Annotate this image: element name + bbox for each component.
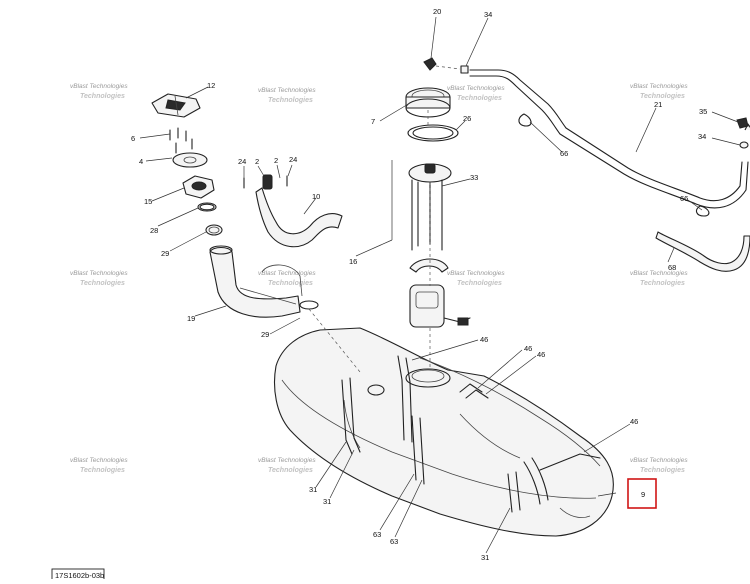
callout-6: 6 — [131, 134, 135, 143]
callout-labels: 20 34 12 7 26 21 35 34 6 66 4 24 2 2 24 … — [131, 7, 707, 562]
callout-46: 46 — [537, 350, 545, 359]
callout-46: 46 — [524, 344, 532, 353]
highlighted-callout-9[interactable]: 9 — [627, 478, 657, 509]
svg-text:Technologies: Technologies — [80, 280, 125, 287]
callout-24: 24 — [289, 155, 297, 164]
fuel-tank — [273, 327, 614, 537]
svg-text:vBlast Technologies: vBlast Technologies — [630, 270, 688, 277]
vent-line-21 — [469, 69, 750, 217]
vent-hose-68 — [655, 231, 750, 272]
svg-text:vBlast Technologies: vBlast Technologies — [70, 270, 128, 277]
svg-text:vBlast Technologies: vBlast Technologies — [70, 457, 128, 464]
svg-text:vBlast Technologies: vBlast Technologies — [258, 270, 316, 277]
svg-text:Technologies: Technologies — [80, 93, 125, 100]
callout-16: 16 — [349, 257, 357, 266]
callout-15: 15 — [144, 197, 152, 206]
callout-31: 31 — [323, 497, 331, 506]
reference-code: 17S1602b-03b — [51, 568, 105, 581]
svg-text:Technologies: Technologies — [640, 280, 685, 287]
svg-text:Technologies: Technologies — [457, 95, 502, 102]
fuel-pump-assembly — [405, 57, 471, 328]
svg-text:Technologies: Technologies — [457, 280, 502, 287]
callout-66: 66 — [560, 149, 568, 158]
highlight-box — [627, 478, 657, 509]
svg-text:vBlast Technologies: vBlast Technologies — [630, 83, 688, 90]
callout-34: 34 — [484, 10, 492, 19]
callout-2: 2 — [255, 157, 259, 166]
filler-cap-assembly — [151, 93, 223, 236]
callout-31: 31 — [481, 553, 489, 562]
callout-29: 29 — [161, 249, 169, 258]
svg-text:vBlast Technologies: vBlast Technologies — [447, 270, 505, 277]
svg-text:vBlast Technologies: vBlast Technologies — [258, 457, 316, 464]
svg-text:Technologies: Technologies — [268, 97, 313, 104]
callout-66: 66 — [680, 194, 688, 203]
callout-19: 19 — [187, 314, 195, 323]
callout-2: 2 — [274, 156, 278, 165]
svg-text:Technologies: Technologies — [268, 280, 313, 287]
callout-20: 20 — [433, 7, 441, 16]
callout-46: 46 — [630, 417, 638, 426]
svg-text:Technologies: Technologies — [640, 467, 685, 474]
vent-hose-10 — [243, 174, 343, 248]
callout-31: 31 — [309, 485, 317, 494]
callout-21: 21 — [654, 100, 662, 109]
callout-34: 34 — [698, 132, 706, 141]
svg-text:Technologies: Technologies — [80, 467, 125, 474]
callout-4: 4 — [139, 157, 143, 166]
callout-12: 12 — [207, 81, 215, 90]
callout-9: 9 — [641, 490, 645, 499]
bolts — [169, 127, 193, 154]
callout-24: 24 — [238, 157, 246, 166]
svg-text:vBlast Technologies: vBlast Technologies — [630, 457, 688, 464]
callout-46: 46 — [480, 335, 488, 344]
callout-63: 63 — [390, 537, 398, 546]
reference-code-text: 17S1602b-03b — [55, 571, 104, 579]
svg-text:vBlast Technologies: vBlast Technologies — [447, 85, 505, 92]
callout-26: 26 — [463, 114, 471, 123]
svg-text:vBlast Technologies: vBlast Technologies — [70, 83, 128, 90]
callout-10: 10 — [312, 192, 320, 201]
callout-35: 35 — [699, 107, 707, 116]
callout-63: 63 — [373, 530, 381, 539]
callout-28: 28 — [150, 226, 158, 235]
svg-text:vBlast Technologies: vBlast Technologies — [258, 87, 316, 94]
callout-33: 33 — [470, 173, 478, 182]
callout-7: 7 — [371, 117, 375, 126]
tank-straps — [341, 355, 601, 513]
assembly-lines — [308, 65, 461, 373]
callout-29: 29 — [261, 330, 269, 339]
svg-text:Technologies: Technologies — [640, 93, 685, 100]
callout-68: 68 — [668, 263, 676, 272]
svg-text:Technologies: Technologies — [268, 467, 313, 474]
leader-lines — [139, 16, 741, 554]
